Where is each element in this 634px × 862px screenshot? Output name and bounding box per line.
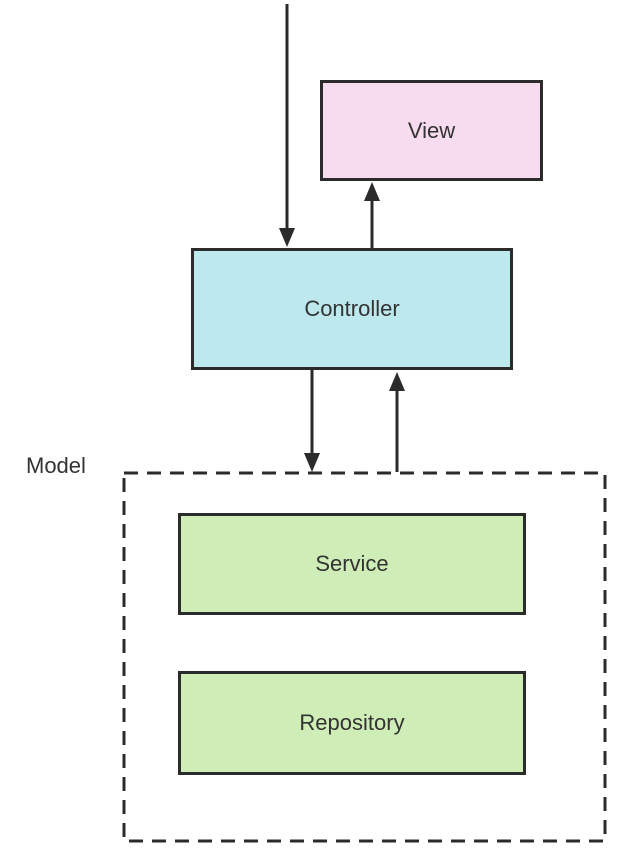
view-label: View — [407, 117, 456, 143]
view-node: View — [320, 80, 543, 181]
arrow-external-to-controller — [279, 4, 295, 247]
repository-node: Repository — [178, 671, 526, 775]
controller-node: Controller — [191, 248, 513, 370]
model-group-label: Model — [26, 453, 86, 478]
controller-label: Controller — [304, 296, 400, 321]
service-label: Service — [315, 551, 389, 576]
service-node: Service — [178, 513, 526, 615]
model-group-border — [122, 471, 607, 843]
arrow-controller-to-view — [364, 182, 380, 248]
arrow-controller-to-model — [304, 370, 320, 472]
arrow-model-to-controller — [389, 372, 405, 472]
repository-label: Repository — [299, 710, 405, 735]
